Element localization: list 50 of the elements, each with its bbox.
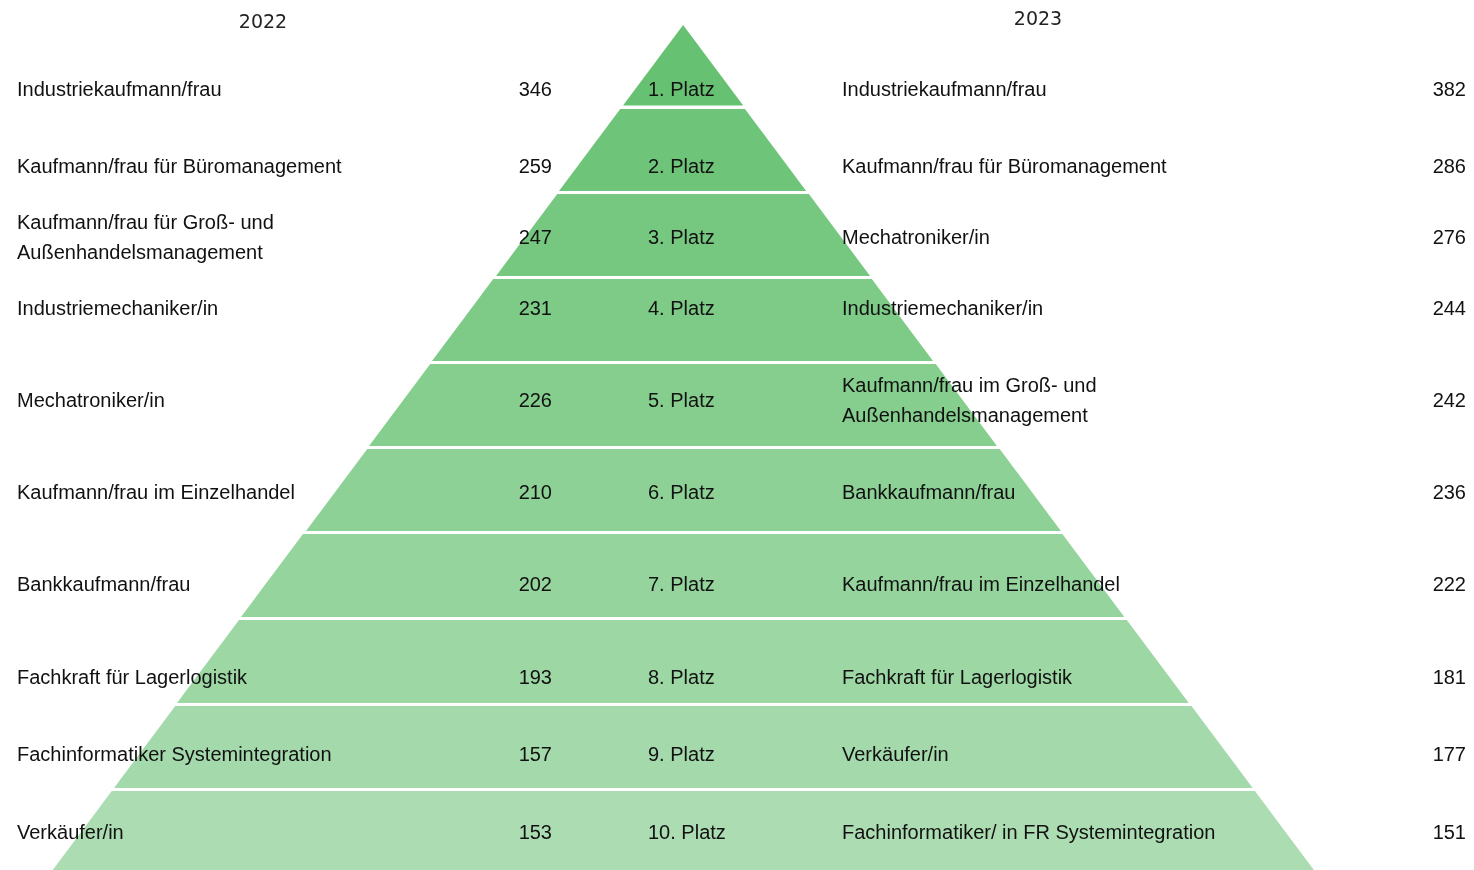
rank-label: 3. Platz — [648, 225, 715, 249]
count-value: 244 — [1431, 296, 1466, 320]
count-value: 210 — [517, 480, 552, 504]
occupation-name: Bankkaufmann/frau — [17, 572, 192, 597]
occupation-name: Bankkaufmann/frau — [842, 480, 1017, 505]
rank-label: 5. Platz — [648, 388, 715, 412]
occupation-name: Industriemechaniker/in — [17, 296, 220, 321]
rank-label: 2. Platz — [648, 154, 715, 178]
count-value: 157 — [517, 742, 552, 766]
occupation-name: Industriekaufmann/frau — [842, 77, 1048, 102]
occupation-name: Mechatroniker/in — [17, 388, 166, 413]
count-value: 177 — [1431, 742, 1466, 766]
occupation-name: Verkäufer/in — [17, 820, 125, 845]
count-value: 242 — [1431, 388, 1466, 412]
occupation-name: Verkäufer/in — [842, 742, 950, 767]
count-value: 222 — [1431, 572, 1466, 596]
rank-label: 6. Platz — [648, 480, 715, 504]
count-value: 153 — [517, 820, 552, 844]
rank-label: 1. Platz — [648, 77, 715, 101]
occupation-name: Industriemechaniker/in — [842, 296, 1045, 321]
rank-label: 7. Platz — [648, 572, 715, 596]
rank-label: 8. Platz — [648, 665, 715, 689]
count-value: 151 — [1431, 820, 1466, 844]
occupation-name: Kaufmann/frau für Groß- und Außenhandelsmanagement — [17, 210, 275, 265]
rank-label: 10. Platz — [648, 820, 726, 844]
rank-label: 4. Platz — [648, 296, 715, 320]
occupation-name: Kaufmann/frau für Büromanagement — [17, 154, 343, 179]
count-value: 226 — [517, 388, 552, 412]
rank-label: 9. Platz — [648, 742, 715, 766]
occupation-name: Mechatroniker/in — [842, 225, 991, 250]
count-value: 276 — [1431, 225, 1466, 249]
count-value: 259 — [517, 154, 552, 178]
occupation-name: Industriekaufmann/frau — [17, 77, 223, 102]
occupation-name: Kaufmann/frau für Büromanagement — [842, 154, 1168, 179]
count-value: 193 — [517, 665, 552, 689]
count-value: 346 — [517, 77, 552, 101]
occupation-name: Kaufmann/frau im Einzelhandel — [842, 572, 1121, 597]
year-heading: 2022 — [238, 10, 288, 32]
count-value: 236 — [1431, 480, 1466, 504]
count-value: 181 — [1431, 665, 1466, 689]
occupation-name: Kaufmann/frau im Einzelhandel — [17, 480, 296, 505]
occupation-name: Fachkraft für Lagerlogistik — [17, 665, 249, 690]
count-value: 231 — [517, 296, 552, 320]
count-value: 286 — [1431, 154, 1466, 178]
occupation-name: Fachinformatiker/ in FR Systemintegration — [842, 820, 1217, 845]
year-heading: 2023 — [1013, 7, 1063, 29]
count-value: 202 — [517, 572, 552, 596]
count-value: 382 — [1431, 77, 1466, 101]
occupation-name: Fachkraft für Lagerlogistik — [842, 665, 1074, 690]
occupation-name: Fachinformatiker Systemintegration — [17, 742, 333, 767]
